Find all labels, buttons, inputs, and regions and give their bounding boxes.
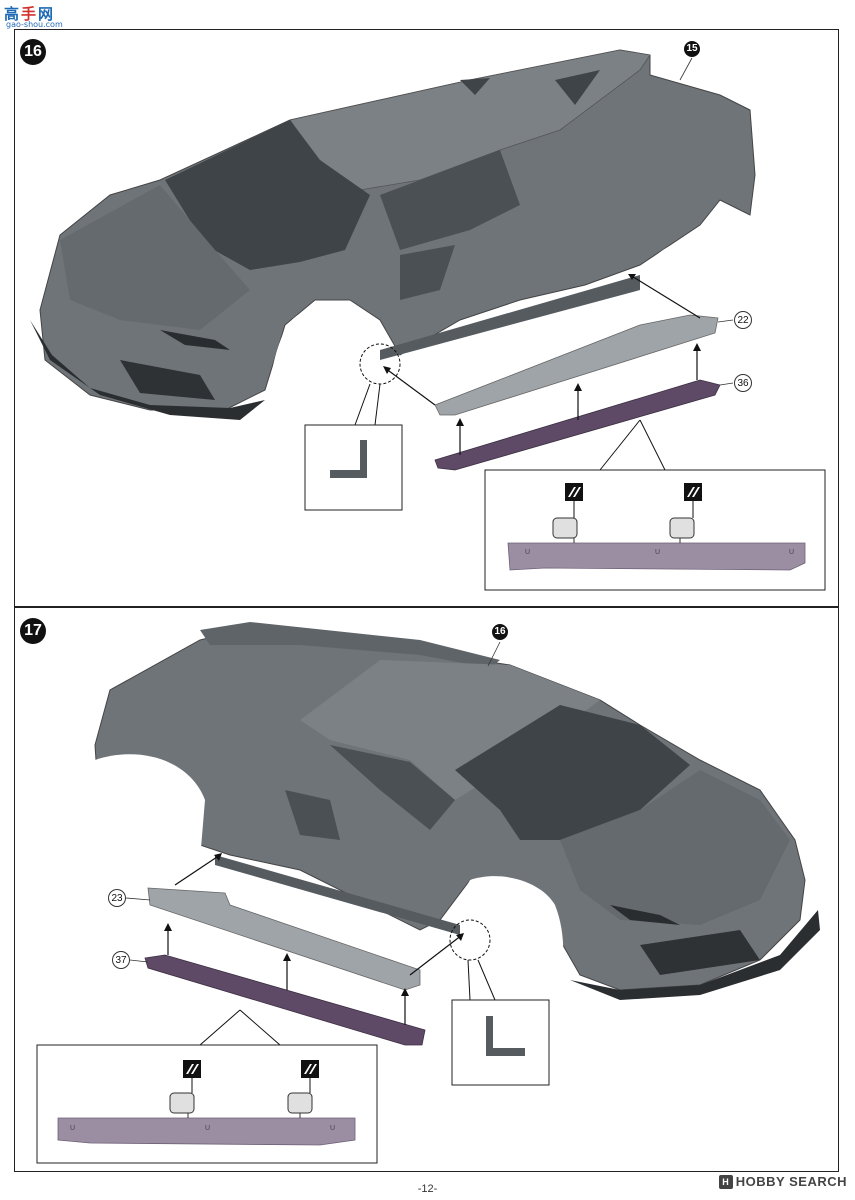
part-22-label: 22 [734,311,752,329]
svg-text:U: U [525,549,530,556]
watermark-char-1: 高 [4,5,20,23]
step-17-ref-step-badge: 16 [492,624,508,640]
svg-text:U: U [70,1125,75,1132]
watermark-url: gao-shou.com [6,20,63,29]
part-37-label: 37 [112,951,130,969]
step-17-panel [14,607,839,1172]
step-17-car-illustration [94,622,820,1000]
watermark-char-3: 网 [38,5,54,23]
svg-text:U: U [330,1125,335,1132]
part-36-label: 36 [734,374,752,392]
step-16-number: 16 [20,39,46,65]
step-16-car-illustration [30,49,756,420]
svg-text:U: U [789,549,794,556]
hobby-search-brand: H HOBBY SEARCH [718,1174,847,1189]
hobby-search-icon: H [718,1174,733,1189]
hobby-search-text: HOBBY SEARCH [735,1174,847,1189]
svg-text:U: U [205,1125,210,1132]
part-23-label: 23 [108,889,126,907]
page-number: -12- [417,1183,438,1195]
svg-text:U: U [655,549,660,556]
step-16-ref-step-badge: 15 [684,41,700,57]
watermark-char-2: 手 [21,5,37,23]
watermark-logo: 高 手 网 [4,3,53,24]
step-17-number: 17 [20,618,46,644]
